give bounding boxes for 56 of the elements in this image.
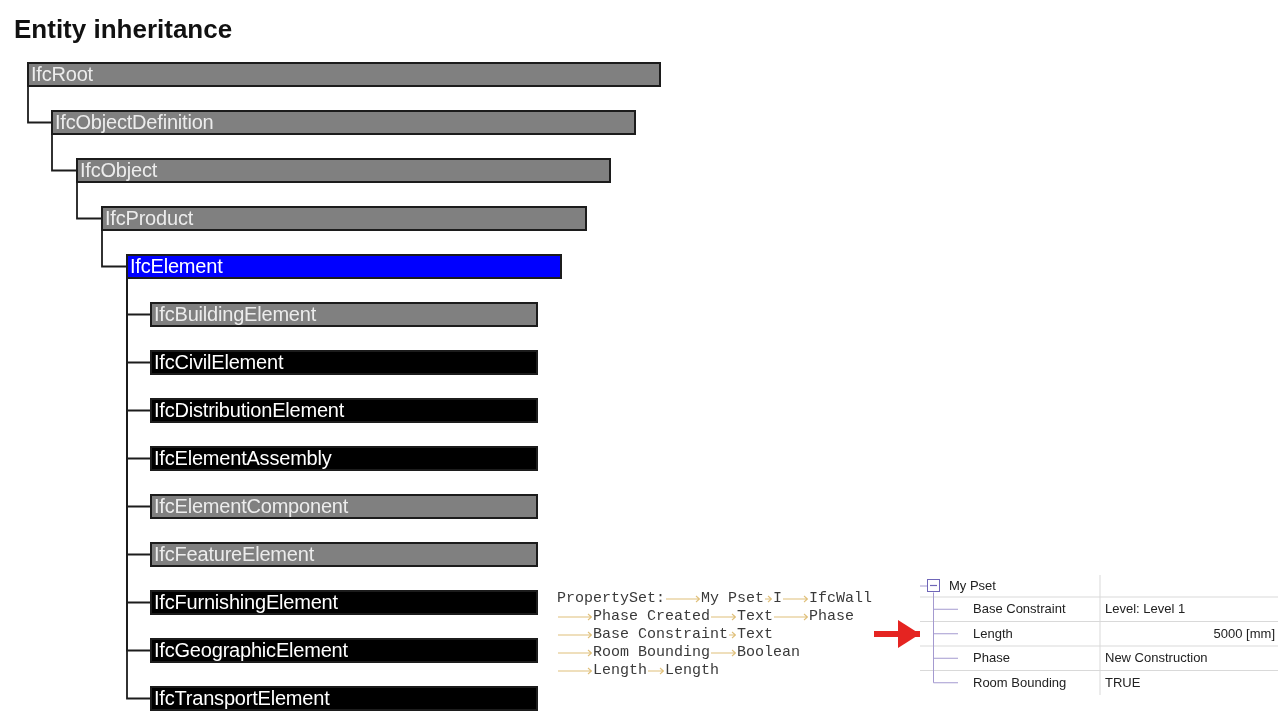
entity-bar xyxy=(150,686,538,711)
entity-name: IfcRoot xyxy=(31,64,93,85)
code-text: Boolean xyxy=(737,644,800,662)
code-text: IfcWall xyxy=(809,590,872,608)
entity-name: IfcFurnishingElement xyxy=(154,592,338,613)
code-text: Text xyxy=(737,608,773,626)
entity-name: IfcBuildingElement xyxy=(154,304,317,325)
entity-bar xyxy=(76,158,611,183)
entity-bar xyxy=(51,110,636,135)
entity-bar xyxy=(150,350,538,375)
property-name: Length xyxy=(973,624,1013,643)
code-text: Length xyxy=(593,662,647,680)
code-text: I xyxy=(773,590,782,608)
entity-name: IfcElement xyxy=(130,256,223,277)
property-value: TRUE xyxy=(1105,673,1141,692)
connector-line xyxy=(76,182,102,220)
entity-bar xyxy=(150,542,538,567)
property-name: Base Constraint xyxy=(973,600,1066,619)
code-text: Base Constraint xyxy=(593,626,729,644)
entity-bar xyxy=(150,398,538,423)
entity-bar xyxy=(126,254,562,279)
entity-name: IfcDistributionElement xyxy=(154,400,345,421)
property-value: Level: Level 1 xyxy=(1105,600,1186,619)
property-name: Phase xyxy=(973,649,1010,668)
entity-bar xyxy=(150,446,538,471)
entity-name: IfcObject xyxy=(80,160,158,181)
code-text: Phase Created xyxy=(593,608,711,626)
entity-name: IfcElementAssembly xyxy=(154,448,332,469)
entity-bar xyxy=(150,494,538,519)
entity-bar xyxy=(150,302,538,327)
group-name: My Pset xyxy=(949,577,996,595)
entity-name: IfcFeatureElement xyxy=(154,544,314,565)
code-text: Room Bounding xyxy=(593,644,711,662)
entity-name: IfcTransportElement xyxy=(154,688,330,709)
diagram-title: Entity inheritance xyxy=(14,13,233,45)
code-text: Length xyxy=(665,662,719,680)
property-value: New Construction xyxy=(1105,649,1208,668)
entity-bar xyxy=(150,590,538,615)
code-text: Text xyxy=(737,626,773,644)
property-value: 5000 [mm] xyxy=(1213,624,1275,643)
entity-name: IfcObjectDefinition xyxy=(55,112,214,133)
entity-name: IfcProduct xyxy=(105,208,194,229)
entity-bar xyxy=(27,62,661,87)
code-text: Phase xyxy=(809,608,854,626)
code-text: PropertySet: xyxy=(557,590,666,608)
connector-line xyxy=(27,86,52,124)
connector-line xyxy=(51,134,77,172)
connector-line xyxy=(101,230,127,268)
entity-bar xyxy=(101,206,587,231)
entity-bar xyxy=(150,638,538,663)
entity-name: IfcCivilElement xyxy=(154,352,284,373)
entity-name: IfcElementComponent xyxy=(154,496,349,517)
property-name: Room Bounding xyxy=(973,673,1067,692)
arrow xyxy=(874,620,920,648)
code-text: My Pset xyxy=(701,590,764,608)
entity-name: IfcGeographicElement xyxy=(154,640,348,661)
